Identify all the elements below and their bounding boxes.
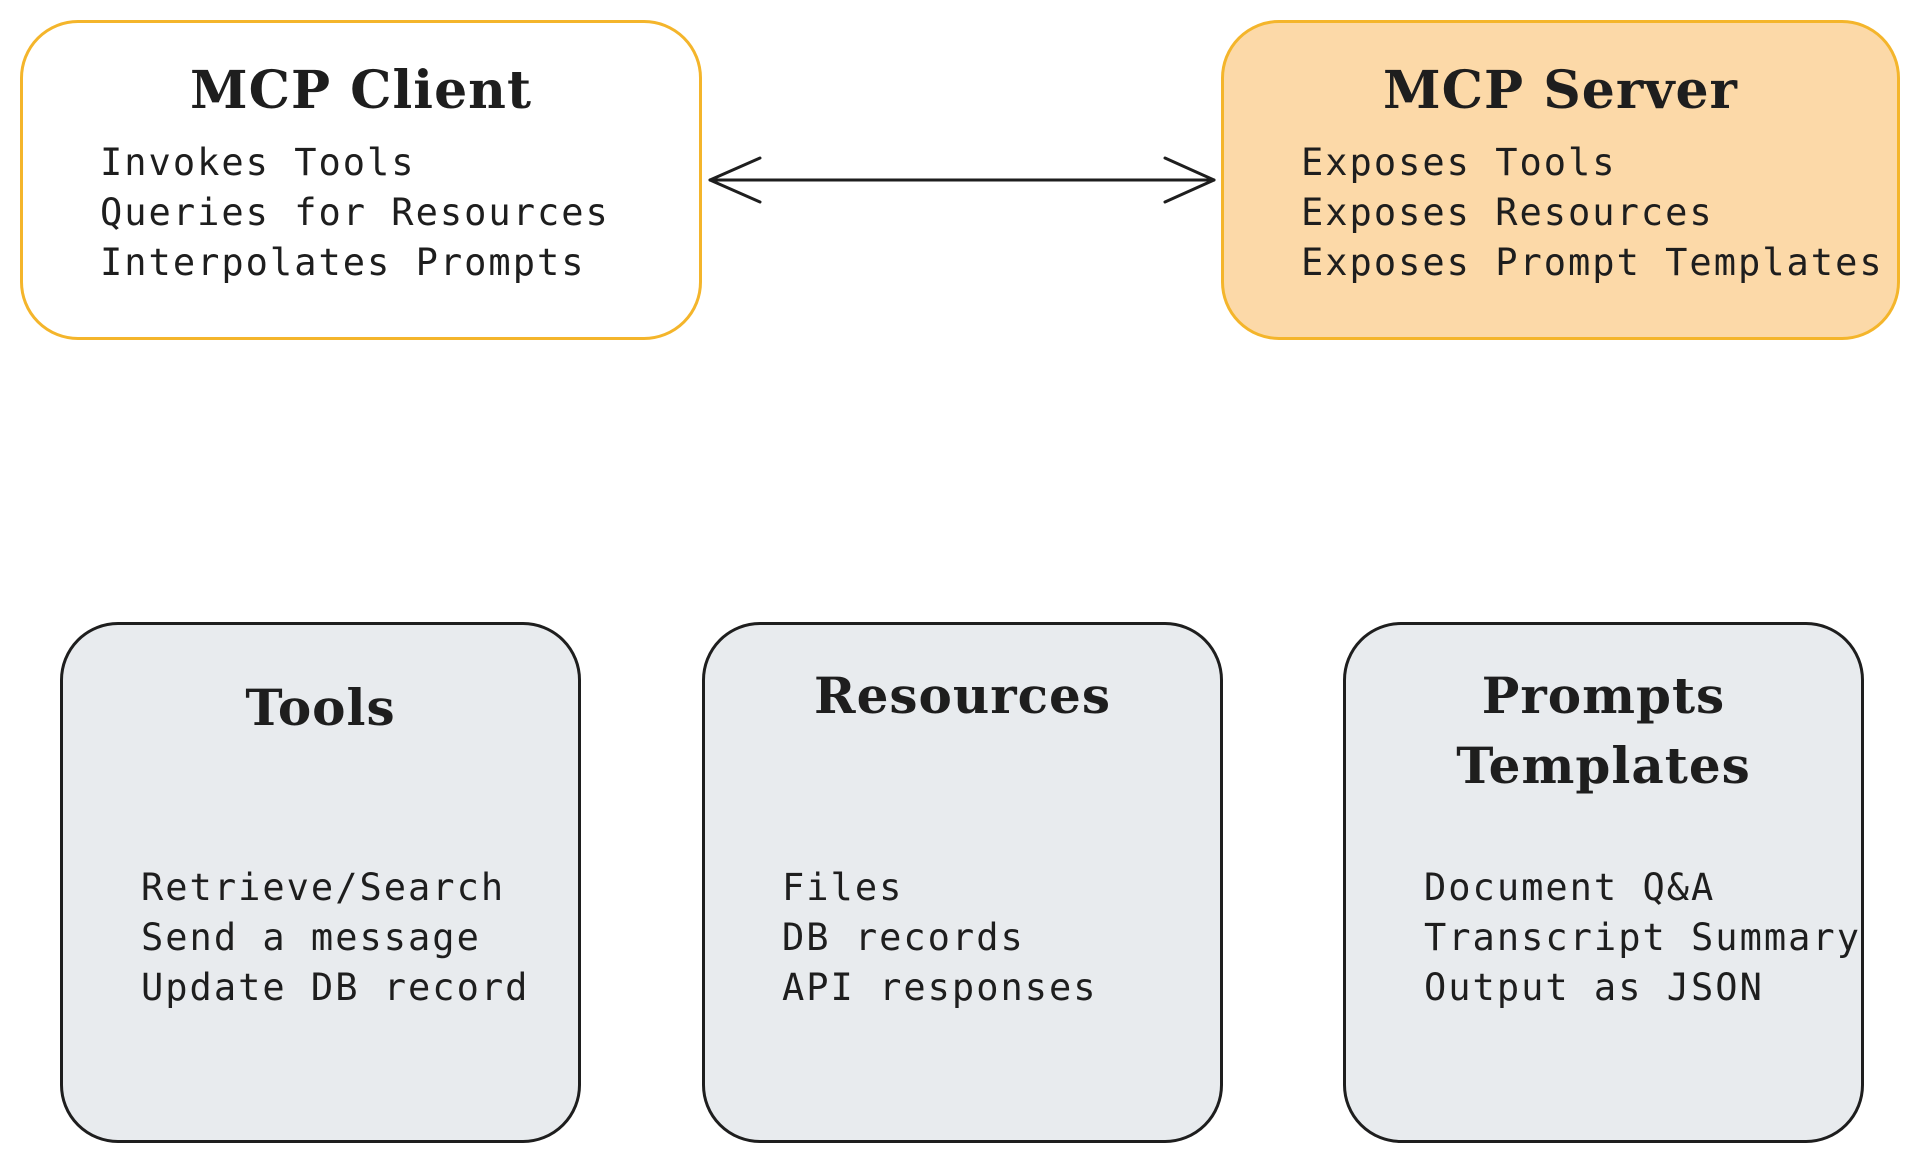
mcp-client-line: Queries for Resources	[100, 191, 610, 234]
mcp-client-line: Interpolates Prompts	[100, 241, 586, 284]
tools-examples: Retrieve/Search Send a message Update DB…	[141, 863, 529, 1013]
mcp-client-box: MCP Client Invokes Tools Queries for Res…	[20, 20, 702, 340]
tools-title: Tools	[245, 678, 396, 737]
prompts-title-line: Prompts	[1481, 666, 1726, 725]
prompts-templates-examples: Document Q&A Transcript Summary Output a…	[1424, 863, 1861, 1013]
mcp-server-capabilities: Exposes Tools Exposes Resources Exposes …	[1301, 138, 1884, 288]
resources-example: DB records	[782, 916, 1025, 959]
mcp-client-capabilities: Invokes Tools Queries for Resources Inte…	[100, 138, 610, 288]
mcp-server-box: MCP Server Exposes Tools Exposes Resourc…	[1221, 20, 1900, 340]
arrow-head-right	[1163, 156, 1216, 204]
resources-examples: Files DB records API responses	[782, 863, 1098, 1013]
mcp-server-line: Exposes Prompt Templates	[1301, 241, 1884, 284]
resources-example: Files	[782, 866, 904, 909]
templates-title-line: Templates	[1456, 736, 1751, 795]
mcp-server-line: Exposes Tools	[1301, 141, 1617, 184]
tools-example: Retrieve/Search	[141, 866, 506, 909]
prompts-templates-box: Prompts Templates Document Q&A Transcrip…	[1343, 622, 1864, 1143]
mcp-client-title: MCP Client	[190, 60, 532, 121]
tools-example: Send a message	[141, 916, 481, 959]
bidirectional-arrow	[708, 156, 1216, 204]
mcp-server-line: Exposes Resources	[1301, 191, 1714, 234]
mcp-server-title: MCP Server	[1383, 60, 1738, 121]
prompts-example: Transcript Summary	[1424, 916, 1861, 959]
tools-box: Tools Retrieve/Search Send a message Upd…	[60, 622, 581, 1143]
mcp-client-line: Invokes Tools	[100, 141, 416, 184]
resources-box: Resources Files DB records API responses	[702, 622, 1223, 1143]
resources-example: API responses	[782, 966, 1098, 1009]
tools-example: Update DB record	[141, 966, 530, 1009]
resources-title: Resources	[814, 666, 1111, 725]
arrow-head-left	[708, 156, 762, 204]
prompts-example: Document Q&A	[1424, 866, 1716, 909]
prompts-templates-title: Prompts Templates	[1346, 661, 1861, 801]
prompts-example: Output as JSON	[1424, 966, 1764, 1009]
